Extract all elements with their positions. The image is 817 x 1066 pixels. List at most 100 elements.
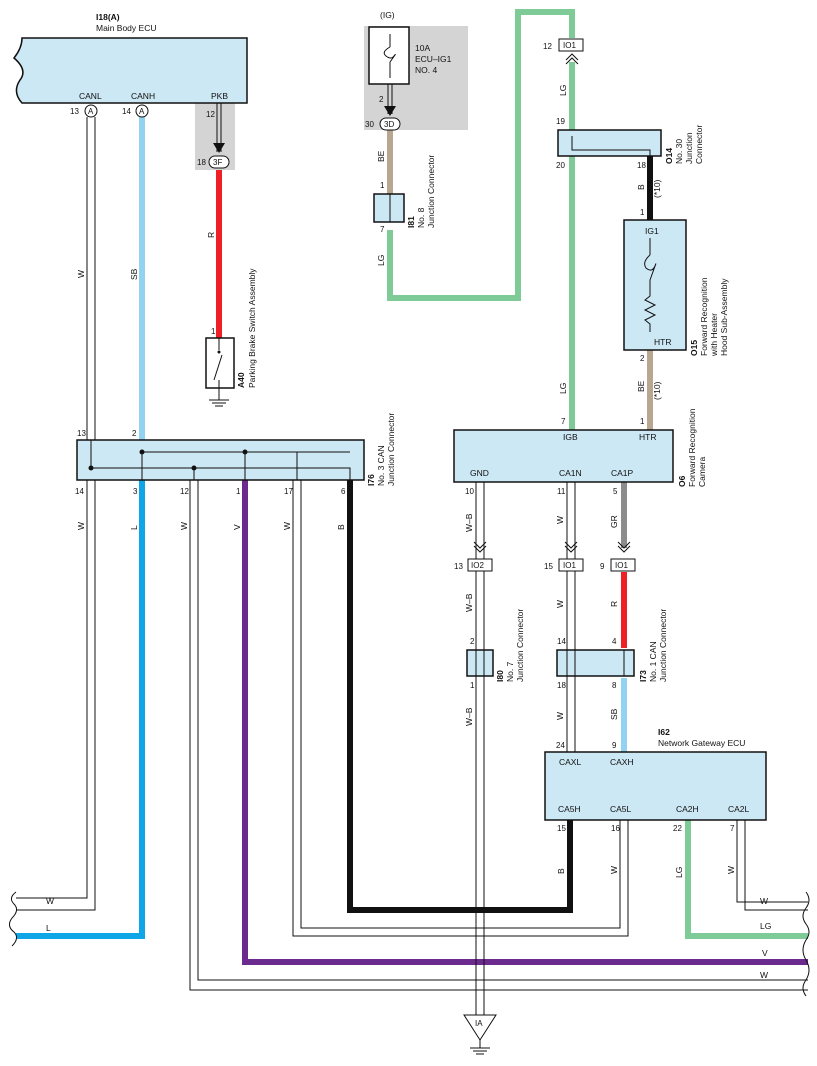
fuse-box xyxy=(368,26,410,85)
pin-num-canl: 13 xyxy=(70,107,79,116)
o6-pin-igb-num: 7 xyxy=(561,417,566,426)
pin-num-pkb: 12 xyxy=(206,110,215,119)
i80-box xyxy=(466,649,494,677)
i62-pin-ca5h: CA5H xyxy=(558,804,581,814)
o6-pin-htr-num: 1 xyxy=(640,417,645,426)
i62-box xyxy=(544,751,767,821)
i62-pin-caxl-num: 24 xyxy=(556,741,565,750)
o15-line2: with Heater xyxy=(709,313,719,357)
pin-label-canl: CANL xyxy=(79,91,102,101)
a40-box xyxy=(205,337,235,389)
network-gateway-ecu: I62 Network Gateway ECU 24 9 CAXL CAXH C… xyxy=(544,727,767,833)
i73-pin-4: 4 xyxy=(612,637,617,646)
i80-pin-bottom: 1 xyxy=(470,681,475,690)
lbl-lg2: LG xyxy=(558,85,568,96)
i76-pin-12: 12 xyxy=(180,487,189,496)
wires xyxy=(16,9,808,965)
resistor-icon xyxy=(643,280,657,332)
i73-pin-8: 8 xyxy=(612,681,617,690)
o14-pin-top: 19 xyxy=(556,117,565,126)
i76-line1: No. 3 CAN xyxy=(376,445,386,486)
o14-box xyxy=(557,129,662,157)
i76-pin-3: 3 xyxy=(133,487,138,496)
lbl-b1: B xyxy=(636,184,646,190)
lbl-w-ca2l: W xyxy=(726,866,736,874)
fuse-supply: (IG) xyxy=(380,10,395,20)
o14-line2: Junction xyxy=(684,132,694,164)
o6-line2: Camera xyxy=(697,456,707,487)
i73-pin-18: 18 xyxy=(557,681,566,690)
i76-pin-13: 13 xyxy=(77,429,86,438)
o15-line1: Forward Recognition xyxy=(699,277,709,356)
io-connectors: 13 IO2 15 IO1 9 IO1 xyxy=(454,541,636,572)
io1-a-box xyxy=(558,558,584,572)
io1-top-box xyxy=(558,38,584,52)
fuse-pin-out: 2 xyxy=(379,95,384,104)
o6-code: O6 xyxy=(677,475,687,487)
connector-a-canh xyxy=(135,104,149,118)
o6-pin-gnd-num: 10 xyxy=(465,487,474,496)
fuse-icon xyxy=(383,46,396,63)
parking-brake-switch: 1 A40 Parking Brake Switch Assembly xyxy=(205,268,257,407)
i80-code: I80 xyxy=(495,670,505,682)
o15-label-ig1: IG1 xyxy=(645,226,659,236)
io2-label: IO2 xyxy=(471,561,484,570)
o15-pin-out: 2 xyxy=(640,354,645,363)
io2-pin: 13 xyxy=(454,562,463,571)
o14-pin-right: 18 xyxy=(637,161,646,170)
edge-right-lg: LG xyxy=(760,921,771,931)
o6-pin-gnd: GND xyxy=(470,468,489,478)
i76-box xyxy=(76,439,365,481)
a40-pin: 1 xyxy=(211,327,216,336)
i62-pin-caxh: CAXH xyxy=(610,757,634,767)
i62-pin-ca2h-num: 22 xyxy=(673,824,682,833)
i80-pin-top: 2 xyxy=(470,637,475,646)
pin-label-pkb: PKB xyxy=(211,91,228,101)
io1-top-label: IO1 xyxy=(563,41,576,50)
connector-io1-top: 12 IO1 xyxy=(543,38,584,65)
o6-pin-ca1p: CA1P xyxy=(611,468,634,478)
lbl-w-i76-12: W xyxy=(179,522,189,530)
lbl-wb2: W–B xyxy=(464,593,474,612)
main-body-ecu-code: I18(A) xyxy=(96,12,120,22)
connector-3d xyxy=(379,117,401,131)
fuse-number: NO. 4 xyxy=(415,65,437,75)
ground-triangle xyxy=(463,1014,497,1041)
ground-label: IA xyxy=(475,1019,483,1028)
o14-line1: No. 30 xyxy=(674,139,684,164)
i62-pin-ca5l: CA5L xyxy=(610,804,632,814)
io1-b-label: IO1 xyxy=(615,561,628,570)
main-body-ecu-name: Main Body ECU xyxy=(96,23,156,33)
lbl-star10-1: (*10) xyxy=(652,179,662,198)
arrow-io1-top xyxy=(565,53,579,61)
heater-o15: 1 IG1 HTR 2 O15 Forward Recognition with… xyxy=(623,208,729,363)
i62-pin-caxh-num: 9 xyxy=(612,741,617,750)
i81-box xyxy=(373,193,405,223)
camera-o6: 7 1 IGB HTR GND CA1N CA1P 10 11 5 O6 For… xyxy=(453,408,707,496)
main-body-ecu-box xyxy=(12,37,248,104)
lbl-l-i76-3: L xyxy=(129,525,139,530)
wire-v-i76 xyxy=(242,480,808,965)
connector-3f xyxy=(208,155,230,169)
i62-pin-ca2h: CA2H xyxy=(676,804,699,814)
fuse-rating: 10A xyxy=(415,43,430,53)
junction-o14: 19 20 18 O14 No. 30 Junction Connector xyxy=(556,117,704,170)
connector-a-canl xyxy=(84,104,98,118)
io1-top-pin: 12 xyxy=(543,42,552,51)
lbl-star10-2: (*10) xyxy=(652,381,662,400)
fuse-ecu-ig1: (IG) 10A ECU–IG1 NO. 4 2 30 3D xyxy=(365,10,452,131)
edge-left-w: W xyxy=(46,896,54,906)
o6-line1: Forward Recognition xyxy=(687,408,697,487)
pin-num-pkb-out: 18 xyxy=(197,158,206,167)
ground-ia: IA xyxy=(463,1014,497,1055)
i76-pin-1: 1 xyxy=(236,487,241,496)
lbl-b-ca5h: B xyxy=(556,868,566,874)
lbl-sb2: SB xyxy=(609,708,619,720)
i62-name: Network Gateway ECU xyxy=(658,738,745,748)
edge-left-l: L xyxy=(46,923,51,933)
o14-line3: Connector xyxy=(694,125,704,164)
junction-i73: 14 4 18 8 I73 No. 1 CAN Junction Connect… xyxy=(556,609,668,690)
connector-a-canl-label: A xyxy=(88,107,94,116)
connector-3d-label: 3D xyxy=(384,120,394,129)
i73-line1: No. 1 CAN xyxy=(648,641,658,682)
